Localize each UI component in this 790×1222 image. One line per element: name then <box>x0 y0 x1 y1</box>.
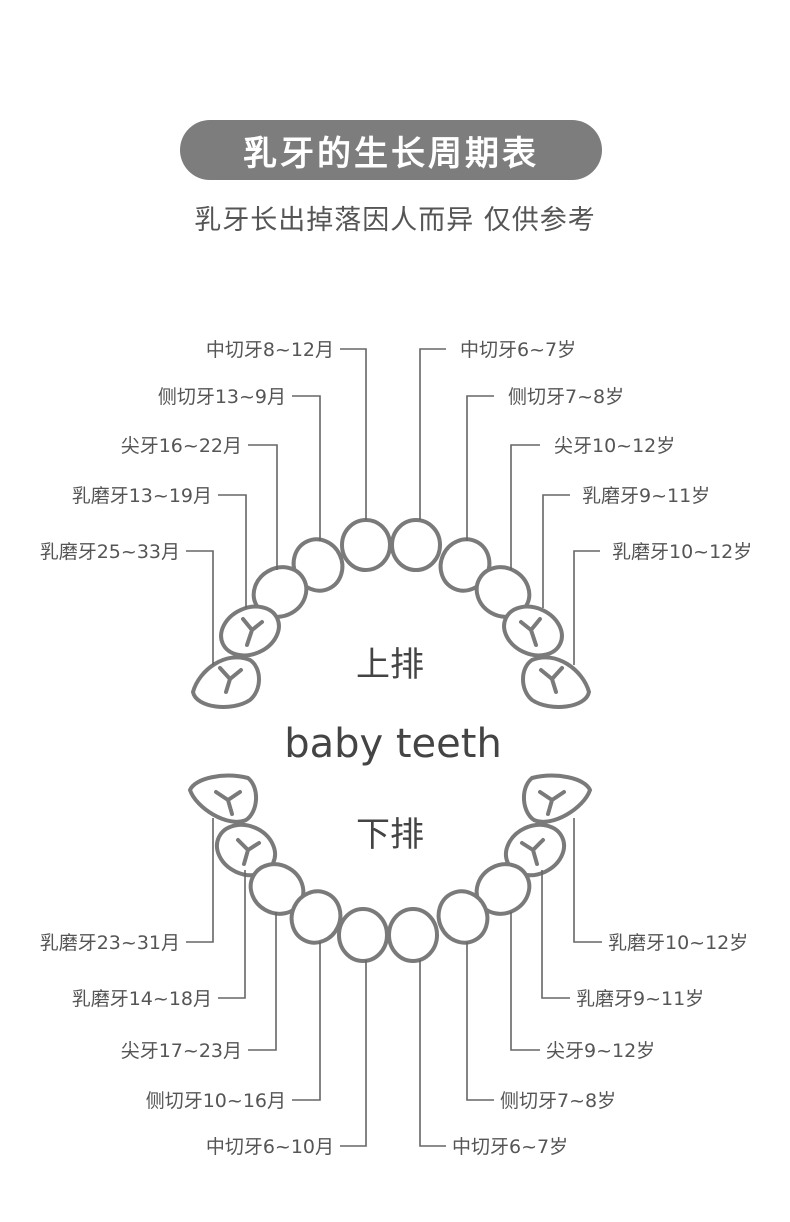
upper-right-label-first-molar: 乳磨牙9~11岁 <box>582 485 710 507</box>
upper-right-label-lateral-incisor: 侧切牙7~8岁 <box>508 386 624 408</box>
lower-left-label-second-molar: 乳磨牙23~31月 <box>40 932 180 954</box>
upper-teeth <box>190 518 592 709</box>
lower-right-label-central-incisor: 中切牙6~7岁 <box>452 1136 568 1158</box>
page-subtitle: 乳牙长出掉落因人而异 仅供参考 <box>194 205 596 236</box>
lower-left-label-canine: 尖牙17~23月 <box>121 1040 242 1062</box>
lower-left-label-central-incisor: 中切牙6~10月 <box>206 1136 334 1158</box>
upper-right-label-central-incisor: 中切牙6~7岁 <box>460 339 576 361</box>
upper-left-second-molar-groove <box>218 666 243 694</box>
lower-right-label-first-molar: 乳磨牙9~11岁 <box>576 988 704 1010</box>
lower-right-second-molar-groove <box>538 790 566 816</box>
upper-right-label-second-molar: 乳磨牙10~12岁 <box>612 541 752 563</box>
lower-right-lateral-incisor <box>436 889 490 945</box>
upper-left-label-canine: 尖牙16~22月 <box>121 435 242 457</box>
upper-left-label-first-molar: 乳磨牙13~19月 <box>72 485 212 507</box>
lower-left-label-lateral-incisor: 侧切牙10~16月 <box>146 1090 286 1112</box>
upper-right-second-molar-groove <box>539 666 564 694</box>
upper-right-label-canine: 尖牙10~12岁 <box>554 435 675 457</box>
upper-jaw-label: 上排 <box>356 645 424 685</box>
lower-left-leaders <box>186 818 367 1147</box>
lower-left-lateral-incisor <box>289 889 343 945</box>
lower-right-label-second-molar: 乳磨牙10~12岁 <box>608 932 748 954</box>
lower-left-label-first-molar: 乳磨牙14~18月 <box>72 988 212 1010</box>
lower-right-label-canine: 尖牙9~12岁 <box>546 1040 655 1062</box>
lower-right-central-incisor <box>387 907 439 963</box>
upper-left-label-central-incisor: 中切牙8~12月 <box>206 339 334 361</box>
lower-right-first-molar-groove <box>520 838 545 866</box>
center-label: baby teeth <box>284 721 502 767</box>
lower-left-first-molar-groove <box>236 838 261 866</box>
upper-left-label-second-molar: 乳磨牙25~33月 <box>40 541 180 563</box>
upper-left-first-molar-groove <box>241 617 264 647</box>
upper-left-central-incisor <box>340 518 392 572</box>
upper-right-second-molar <box>521 655 592 709</box>
lower-right-leaders <box>419 818 602 1147</box>
lower-right-label-lateral-incisor: 侧切牙7~8岁 <box>500 1090 616 1112</box>
page-title: 乳牙的生长周期表 <box>180 120 602 180</box>
upper-left-leaders <box>186 348 367 665</box>
upper-right-central-incisor <box>390 518 442 572</box>
upper-right-leaders <box>419 348 600 665</box>
lower-jaw-label: 下排 <box>356 815 424 855</box>
lower-left-central-incisor <box>337 907 389 963</box>
upper-left-second-molar <box>190 655 261 709</box>
lower-left-second-molar-groove <box>214 790 242 816</box>
lower-teeth <box>187 773 593 963</box>
upper-right-first-molar-groove <box>519 617 542 647</box>
upper-left-label-lateral-incisor: 侧切牙13~9月 <box>158 386 286 408</box>
